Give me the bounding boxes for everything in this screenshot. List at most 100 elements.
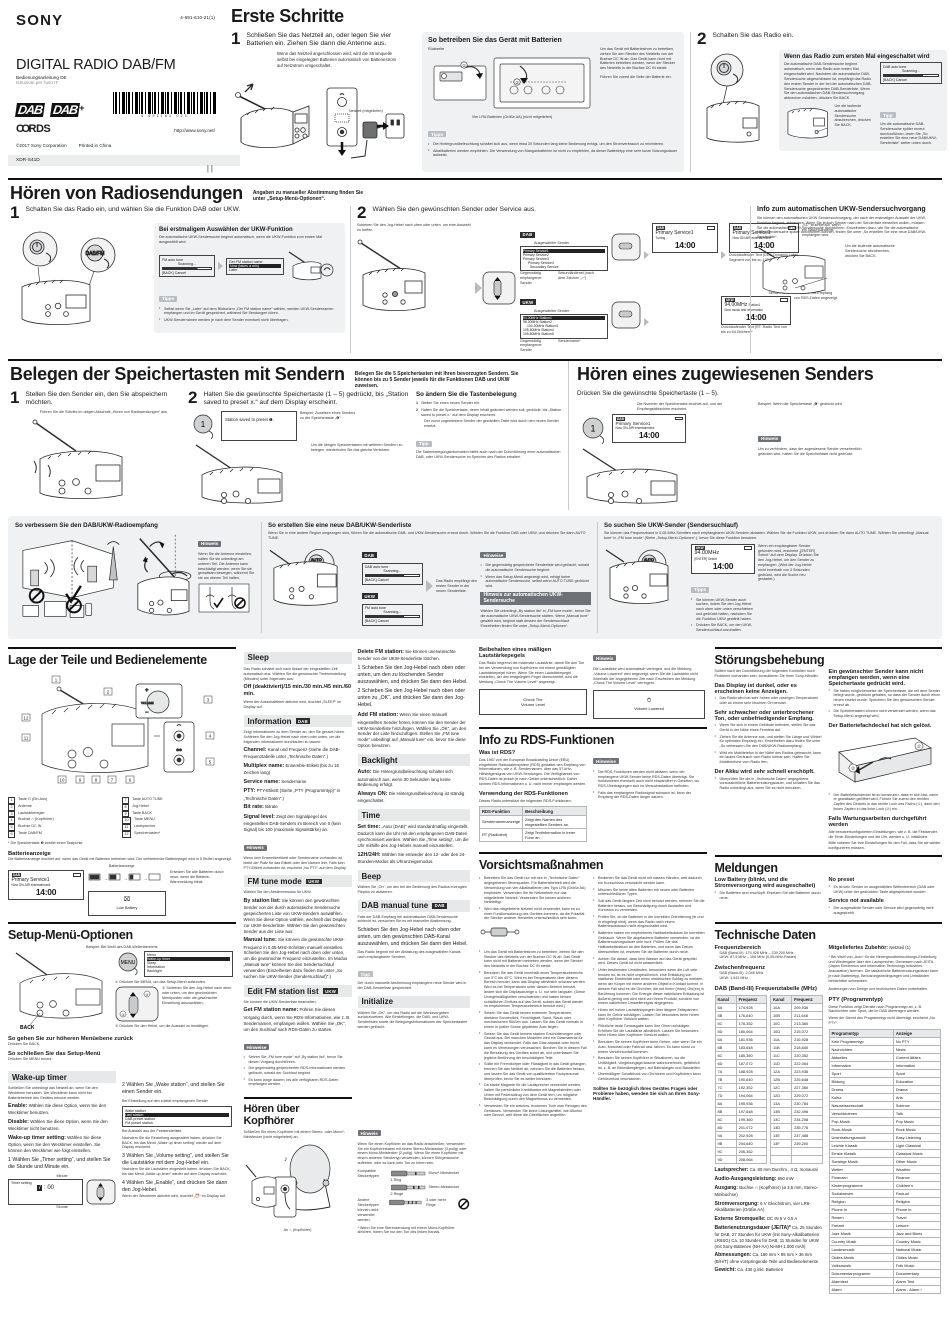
svg-text:②: ② <box>850 766 855 771</box>
sleep-note: Wenn der Ausschalttimer aktiviert wird, … <box>243 700 342 710</box>
list-item[interactable]: 94.00MHz Station1 <box>523 316 605 320</box>
get-fm-name-screen: Get FM station name Now (takes a min) La… <box>226 257 284 275</box>
preset-saved-screen: Station saved to preset ❶. <box>221 411 297 442</box>
jog-lever-icon <box>611 301 641 329</box>
time-set-val: „Auto (DAB)“ wird standardmäßig eingeste… <box>357 824 469 849</box>
menu-item[interactable]: Last station <box>125 1112 229 1117</box>
scan-progress-bar <box>364 615 420 619</box>
list-item[interactable]: Primary Service3 <box>523 256 549 261</box>
menu-item[interactable]: Wake-up timer <box>147 957 230 962</box>
list-item: Selbst wenn Sie „Later“ auf dem Bildschi… <box>159 306 340 317</box>
step-1-number: 1 <box>231 29 241 48</box>
jog-lever-icon[interactable]: ② ③ <box>115 986 159 1022</box>
list-item[interactable]: Primary Service1 <box>523 248 605 253</box>
lcd-time: 14:00 <box>753 240 775 251</box>
menu-item[interactable]: Information <box>147 965 165 970</box>
rds-title: Info zu RDS-Funktionen <box>479 732 615 747</box>
list-item[interactable]: Secondary Service <box>530 264 559 269</box>
list-item[interactable]: 100.20MHz Station3 <box>527 324 558 328</box>
volume-title: Beibehalten eines mäßigen Lautstärkepege… <box>479 646 552 659</box>
list-item: Wenn Sie sich in einem Gebäude befinden,… <box>715 723 823 733</box>
pty-display: Alarm Test <box>892 1277 941 1287</box>
pty-display: Education <box>892 1077 941 1087</box>
menu-item[interactable]: Sleep <box>147 961 157 966</box>
lcd-time: 14:00 <box>745 312 767 323</box>
pty-display: Arts <box>892 1093 941 1103</box>
zubehoer-title: Mitgeliefertes Zubehör: <box>828 944 889 951</box>
list-item[interactable]: 98.30MHz Station2 <box>523 320 552 324</box>
wake-station-title: Wake station <box>125 1108 146 1113</box>
headphone-illustration: ♪ <box>245 1144 330 1218</box>
rueckseite-label: Rückseite <box>428 47 445 51</box>
spec-key: Ausgang: <box>714 1185 739 1192</box>
tipp-tag: Tipp <box>880 112 896 119</box>
ukw-tag: UKW <box>520 299 536 306</box>
pty-display: Documentary <box>892 1269 941 1279</box>
stoerung-q1: Das Display ist dunkel, oder es erschein… <box>714 682 797 695</box>
cell-freq: 225,648 <box>791 1075 823 1085</box>
jog-lever-icon[interactable] <box>86 1179 116 1205</box>
spec-val: Ca. 25 Stunden für DAB, 27 Stunden für U… <box>714 1225 822 1249</box>
fmtune-manual-val: Sie können die gewünschte UKW-Frequenz i… <box>243 937 348 980</box>
cell-freq: 174,928 <box>735 1003 768 1013</box>
th-frequenz: Frequenz <box>791 994 823 1005</box>
rds-cell: Sendernamenanzeige <box>478 814 524 829</box>
pty-type: Phone In <box>828 1205 894 1215</box>
cell-freq: 237,488 <box>791 1131 823 1141</box>
menu-button-icon[interactable]: MENU <box>115 951 141 977</box>
get-fm-option-now[interactable]: Now (takes a min) <box>229 264 281 269</box>
cell-freq: 234,208 <box>791 1115 823 1125</box>
battery-right-text2: Führen Sie zuerst die Seite der Batterie… <box>600 75 672 80</box>
information-title: Information <box>247 716 292 726</box>
low-battery-icon: ⌧ <box>123 897 131 904</box>
vorsicht-title: Vorsichtsmaßnahmen <box>479 857 604 872</box>
editfm-title: Edit FM station list <box>247 986 319 996</box>
hoeren-tips-list: Selbst wenn Sie „Later“ auf dem Bildschi… <box>159 306 340 323</box>
list-item: Wird ein Mobiltelefon in der Nähe des Ra… <box>715 750 823 765</box>
editfm-get-key: Get FM station name: <box>243 1007 299 1014</box>
cell-freq: 213,360 <box>791 1019 823 1029</box>
belegen-step1: 1 Stellen Sie den Sender ein, den Sie ab… <box>10 389 182 508</box>
list-item[interactable]: Primary Service4 <box>528 260 554 265</box>
list-item[interactable]: 105.80MHz Station5 <box>523 332 554 336</box>
list-item[interactable]: 105.50MHz Station4 <box>523 328 554 332</box>
menu-item[interactable]: Backlight <box>147 969 162 974</box>
top-row: SONY 4-691-610-21(1) DIGITAL RADIO DAB/F… <box>8 6 947 174</box>
battery-operation-box: So betreiben Sie das Gerät mit Batterien… <box>422 32 684 173</box>
close-menu-title: So schließen Sie das Setup-Menü <box>8 1051 101 1058</box>
stoerung-q3-items: Überprüfen Sie die in „Technische Daten“… <box>715 776 823 791</box>
svg-text:DAB/FM: DAB/FM <box>86 251 105 257</box>
stoerung-q2: Sehr schwacher oder unterbrochener Ton, … <box>714 709 814 722</box>
meldung-2-title: No preset <box>828 877 855 884</box>
pty-type: Dokumentarprogramm <box>828 1269 894 1279</box>
preset-button-1-icon[interactable]: 1 <box>188 411 218 441</box>
battery-replace-note: Ersetzen Sie alle Batterien durch neue, … <box>170 870 224 884</box>
svg-text:11: 11 <box>24 735 29 740</box>
list-item: Wenn das Setup-Menü angezeigt wird, erfo… <box>480 574 591 589</box>
list-item: Batterien haben ein empfohlenes Haltbark… <box>593 930 705 955</box>
rds-section: Info zu RDS-Funktionen <box>479 726 707 747</box>
pty-type: Country Musik <box>828 1237 894 1247</box>
suchlauf-desc: Wenn ein empfangbarer Sender gefunden wi… <box>758 543 819 582</box>
meldung-1-items: Die Batterien sind erschöpft. Ersetzen S… <box>715 890 823 901</box>
list-item[interactable]: Primary Service2 <box>523 252 549 257</box>
copyright-line: ©2017 Sony Corporation Printed in China <box>16 143 217 148</box>
lcd-station-name: Primary Service1 <box>655 229 694 236</box>
get-fm-option-later[interactable]: Later <box>229 268 238 273</box>
vorsicht-section: Vorsichtsmaßnahmen <box>479 851 707 872</box>
dab-logo: DAB <box>15 103 46 117</box>
preset-button-1-icon[interactable]: 1 <box>577 414 609 446</box>
zugewiesen-title: Hören eines zugewiesenen Senders <box>577 363 874 384</box>
empfang-title: So verbessern Sie den DAB/UKW-Radioempfa… <box>15 522 158 530</box>
dab-logo-row: DAB DAB + <box>15 103 217 117</box>
battery-icon <box>706 226 715 230</box>
menu-item[interactable]: FM preset station <box>125 1120 153 1125</box>
menu-item[interactable]: DAB preset station <box>125 1116 155 1121</box>
svg-text:①: ① <box>462 63 466 68</box>
info-auto-text: Sie können den automatischen UKW-Senders… <box>757 216 927 240</box>
battery-indicator-label: Batterieanzeige <box>108 864 135 869</box>
